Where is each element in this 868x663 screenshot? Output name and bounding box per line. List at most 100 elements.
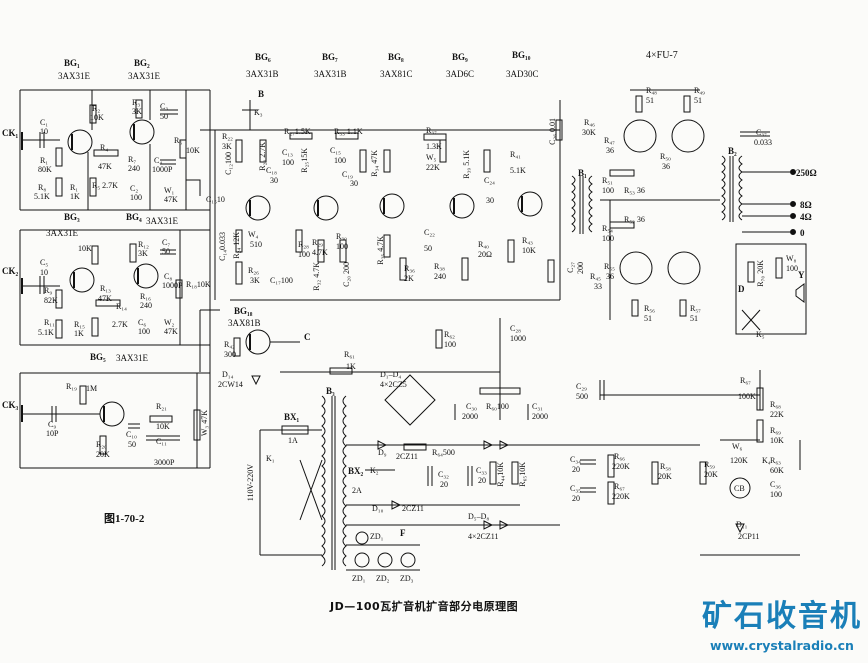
label-d: D (738, 284, 745, 294)
label-r16: R₁₆ (140, 292, 151, 301)
label-r7-value: 240 (128, 164, 140, 173)
label-r49-value: 51 (694, 96, 702, 105)
label-w1: W₁ (164, 186, 175, 195)
label-r49: R₄₉ (694, 86, 705, 95)
label-r60: R₆₀100 (486, 402, 509, 411)
label-r54: R₅₄ (602, 224, 613, 233)
label-r41: R₄₁ (510, 150, 521, 159)
label-c11-value: 3000P (154, 458, 175, 467)
label-r46: R₄₆ (584, 118, 595, 127)
label-c36: C₃₆ (770, 480, 781, 489)
label-c3-value: 50 (160, 112, 168, 121)
transformer-b1 (571, 175, 593, 234)
label-r3-value: 3K (132, 107, 142, 116)
label-r28: R₂₈ (298, 240, 309, 249)
label-r36-value: 2K (404, 274, 414, 283)
label-r38-value: 240 (434, 272, 446, 281)
label-out-250: 250Ω (796, 168, 817, 178)
label-r30-value: 100 (336, 242, 348, 251)
label-c36-value: 100 (770, 490, 782, 499)
transformer-b2 (721, 131, 807, 335)
label-bg9: BG₉ (452, 52, 468, 62)
label-c2: C₂ (130, 184, 139, 193)
label-r45: R₄₅ (590, 272, 601, 281)
label-r20-value: 20K (96, 450, 110, 459)
label-c30: C₃₀ (466, 402, 477, 411)
label-c37-value: 0.033 (754, 138, 772, 147)
label-c5-value: 10 (40, 268, 48, 277)
label-bg3: BG₃ (64, 212, 80, 222)
label-c5: C₅ (40, 258, 49, 267)
label-r8: R₈ (38, 183, 47, 192)
label-r11-value: 5.1K (38, 328, 54, 337)
label-k1: K₁ (266, 454, 275, 463)
label-zd2: ZD₂ (376, 574, 390, 583)
label-zd1: ZD₁ (352, 574, 366, 583)
label-bg2-type: 3AX31E (128, 71, 160, 81)
label-r48: R₄₈ (646, 86, 657, 95)
label-c35-value: 20 (572, 494, 580, 503)
label-b3: B₃ (326, 386, 335, 396)
label-bg10-type: 3AD30C (506, 69, 539, 79)
label-r45-value: 33 (594, 282, 602, 291)
label-r37: R₃₇ (426, 126, 437, 135)
label-r53: R₅₃ 36 (624, 186, 645, 195)
label-c15: C₁₅ (330, 146, 341, 155)
label-c15-value: 100 (334, 156, 346, 165)
label-c19-value: 30 (350, 179, 358, 188)
figure-number: 图1-70-2 (104, 513, 145, 525)
label-w8-value: 100 (786, 264, 798, 273)
label-r61-value: 1K (346, 362, 356, 371)
label-c33: C₃₃ (476, 466, 487, 475)
label-r68: R₆₈ (770, 400, 781, 409)
label-d9: D₉ (378, 448, 387, 457)
power-supply (199, 90, 801, 571)
label-bg1: BG₁ (64, 58, 80, 68)
label-r67b-value: 220K (612, 492, 630, 501)
label-r9-value: 82K (44, 296, 58, 305)
diagram-caption: JD—100瓦扩音机扩音部分电原理图 (330, 600, 519, 613)
label-r39: R₃₉ 5.1K (462, 150, 471, 179)
label-d10: D₁₀ (372, 504, 384, 513)
label-c35: C₃₅ (570, 484, 581, 493)
label-r6: R₆ (174, 136, 183, 145)
label-w2-value: 47K (164, 327, 178, 336)
label-c29-value: 500 (576, 392, 588, 401)
label-r51-value: 100 (602, 186, 614, 195)
label-r9: R₉ (44, 286, 53, 295)
label-r10-value: 10K (78, 244, 92, 253)
label-ck1: CK₁ (2, 128, 19, 138)
label-c11: C₁₁ (156, 437, 167, 446)
label-r29: R₂₉ (312, 238, 323, 247)
driver-chain (200, 100, 563, 301)
label-r58: R₅₈ (660, 462, 671, 471)
label-bx1: BX₁ (284, 412, 300, 422)
label-r13-value: 47K (98, 294, 112, 303)
label-b1: B₁ (578, 168, 587, 178)
label-c20: C₂₀ 200 (342, 262, 351, 287)
label-r21-value: 10K (156, 422, 170, 431)
label-r20: R₂₀ (96, 440, 107, 449)
label-c31-value: 2000 (532, 412, 548, 421)
label-r48-value: 51 (646, 96, 654, 105)
label-c4: C₄ (154, 156, 163, 165)
label-c26: C₂₆ 0.01 (548, 118, 557, 145)
label-r37-value: 1.3K (426, 142, 442, 151)
label-mains: 110V-220V (246, 464, 255, 502)
label-r25: R₂₅15K (300, 148, 309, 173)
label-c8: C₈ (164, 272, 173, 281)
label-bg9-type: 3AD6C (446, 69, 475, 79)
label-c27-value: 200 (576, 262, 585, 274)
label-c7-value: 50 (162, 247, 170, 256)
label-output-tubes: 4×FU-7 (646, 50, 678, 61)
label-c30-value: 2000 (462, 412, 478, 421)
label-w8: W₈ (786, 254, 797, 263)
label-w1-value: 47K (164, 195, 178, 204)
label-r70: R₇₀ 20K (756, 260, 765, 287)
label-w5: W₅ (426, 153, 437, 162)
label-bx2-value: 2A (352, 486, 362, 495)
label-ck2: CK₂ (2, 266, 19, 276)
label-c7: C₇ (162, 238, 171, 247)
label-r50: R₅₀ (660, 152, 671, 161)
label-d10-type: 2CZ11 (402, 504, 424, 513)
